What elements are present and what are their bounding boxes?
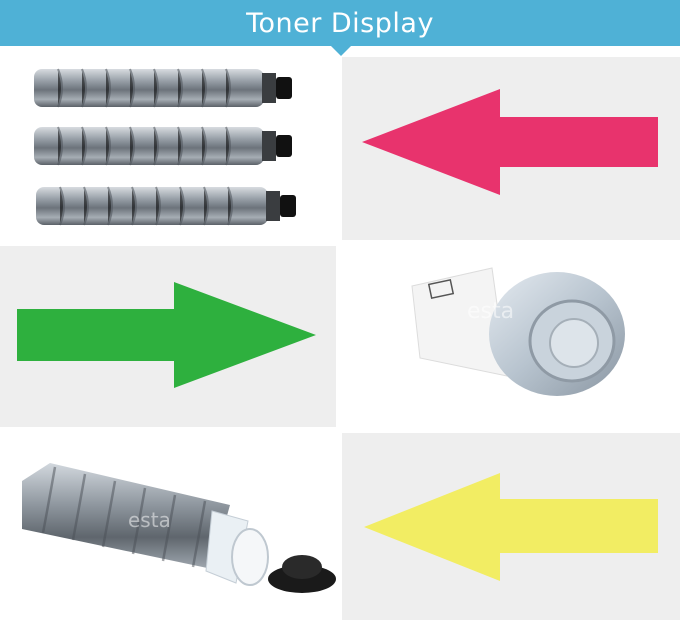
page-header: Toner Display xyxy=(0,0,680,46)
toner-cartridge-3 xyxy=(36,186,296,226)
green-arrow-right-icon xyxy=(17,282,316,388)
panel-cartridge-with-cap: esta xyxy=(0,433,336,620)
magenta-arrow-left-icon xyxy=(362,89,658,195)
panel-green-arrow xyxy=(0,246,336,427)
toner-cartridges-image xyxy=(34,68,296,226)
page-title: Toner Display xyxy=(246,7,434,39)
brand-watermark: esta xyxy=(467,299,514,324)
toner-cartridge-1 xyxy=(34,68,292,108)
toner-cartridge-end-image: esta xyxy=(411,267,625,396)
brand-watermark-2: esta xyxy=(128,508,171,532)
panel-magenta-arrow xyxy=(342,57,680,240)
toner-cartridge-2 xyxy=(34,126,292,166)
panel-three-cartridges xyxy=(0,57,336,240)
toner-cartridge-with-cap-image: esta xyxy=(22,463,336,593)
panel-cartridge-end: esta xyxy=(342,246,680,427)
header-notch xyxy=(329,44,353,56)
yellow-arrow-left-icon xyxy=(364,473,658,581)
panel-yellow-arrow xyxy=(342,433,680,620)
